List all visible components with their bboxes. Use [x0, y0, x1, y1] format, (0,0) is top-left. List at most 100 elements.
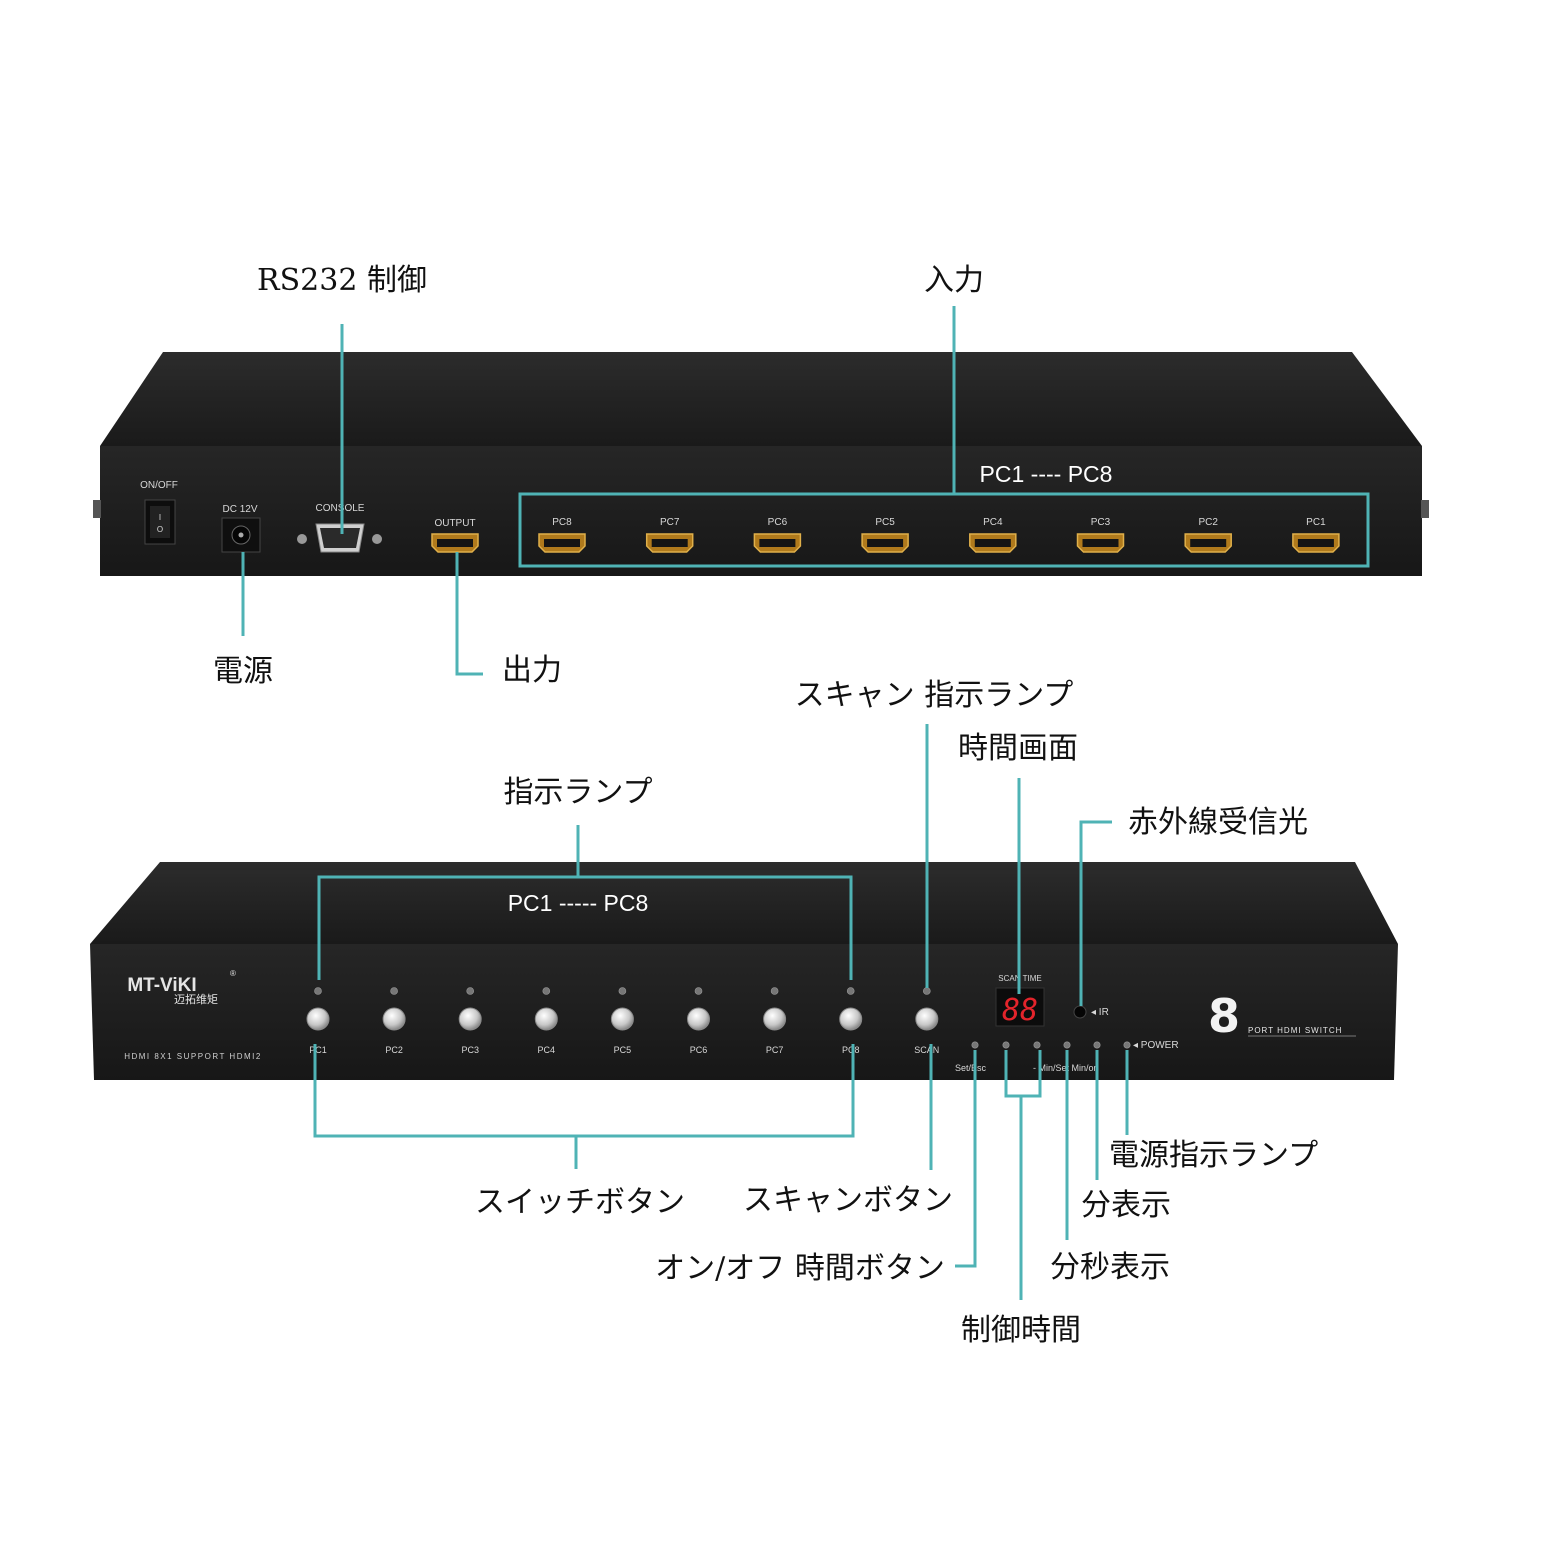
dc-label: DC 12V [222, 504, 257, 515]
hdmi-input-port-pc5[interactable]: PC5 [861, 517, 909, 553]
switch-button-label: PC1 [309, 1045, 327, 1055]
callout-minute-display: 分表示 [1081, 1188, 1171, 1223]
model-label: HDMI 8X1 SUPPORT HDMI2 [124, 1052, 262, 1061]
hdmi-input-port-pc2[interactable]: PC2 [1184, 517, 1232, 553]
front-top-group-label: PC1 ----- PC8 [508, 890, 649, 916]
hdmi-input-label: PC2 [1198, 517, 1218, 528]
power-label: ◂ POWER [1133, 1040, 1179, 1051]
callout-power-lamp: 電源指示ランプ [1109, 1138, 1318, 1173]
switch-button-label: PC2 [385, 1045, 403, 1055]
hdmi-input-port-pc7[interactable]: PC7 [645, 517, 694, 553]
callout-indicator-lamp: 指示ランプ [503, 775, 652, 810]
bracket-switch-buttons [313, 1044, 855, 1138]
callout-scan-button: スキャンボタン [743, 1183, 953, 1218]
rear-chassis-top [100, 352, 1422, 446]
switch-button-label: PC3 [461, 1045, 479, 1055]
port-count-logo: 8 [1208, 989, 1240, 1043]
indicator-lamp-pc6 [694, 987, 703, 995]
set-esc-button[interactable] [971, 1041, 979, 1049]
switch-button-pc6[interactable] [687, 1007, 710, 1031]
console-screw-right [372, 534, 382, 544]
hdmi-input-port-pc4[interactable]: PC4 [969, 517, 1017, 553]
indicator-lamp-pc2 [390, 987, 398, 995]
ir-label: ◂ IR [1091, 1007, 1109, 1018]
hdmi-input-port-pc6[interactable]: PC6 [753, 517, 802, 553]
port-hdmi-switch-label: PORT HDMI SWITCH [1248, 1026, 1342, 1035]
rear-right-ear [1421, 500, 1429, 518]
hdmi-input-label: PC8 [552, 517, 572, 528]
switch-button-pc5[interactable] [610, 1007, 634, 1031]
switch-button-label: PC5 [614, 1045, 632, 1055]
hdmi-port-opening [759, 539, 796, 547]
time-set-button-right[interactable] [1033, 1041, 1041, 1049]
hdmi-input-label: PC5 [875, 517, 895, 528]
switch-button-pc3[interactable] [458, 1007, 482, 1031]
ir-sensor [1073, 1005, 1087, 1019]
callout-scan-lamp: スキャン 指示ランプ [795, 678, 1074, 713]
callout-switch-button: スイッチボタン [475, 1185, 685, 1220]
power-indicator [1123, 1041, 1131, 1049]
hdmi-output-port[interactable] [431, 533, 479, 553]
input-frame [518, 492, 1370, 568]
front-chassis-face [90, 944, 1398, 1080]
front-bottom-group-label: PC1 ----- PC8 [512, 1098, 653, 1124]
leader-ir-receiver [1079, 820, 1112, 1006]
bracket-indicator-lamps [317, 875, 853, 980]
hdmi-input-port-pc1[interactable]: PC1 [1292, 517, 1340, 553]
hdmi-port-opening [867, 539, 904, 547]
time-display-digits: 88 [1002, 993, 1038, 1028]
console-screw-left [297, 534, 307, 544]
switch-button-pc7[interactable] [763, 1007, 787, 1031]
switch-button-pc1[interactable] [306, 1007, 330, 1031]
onoff-label: ON/OFF [140, 480, 178, 491]
callout-onoff-time-button: オン/オフ 時間ボタン [655, 1251, 945, 1286]
dc-jack[interactable] [221, 517, 261, 553]
switch-button-label: PC6 [690, 1045, 708, 1055]
rear-chassis-face [100, 446, 1422, 576]
indicator-lamp-pc5 [618, 987, 627, 995]
power-switch-on-mark: I [159, 513, 161, 522]
hdmi-port-opening [1082, 539, 1119, 547]
callout-input: 入力 [924, 263, 984, 298]
hdmi-input-port-pc3[interactable]: PC3 [1076, 517, 1125, 553]
hdmi-input-label: PC4 [983, 517, 1003, 528]
front-chassis-top [90, 862, 1398, 944]
switch-button-pc8[interactable] [839, 1007, 863, 1031]
hdmi-input-label: PC6 [768, 517, 788, 528]
hdmi-port-opening [1190, 539, 1227, 547]
switch-button-pc2[interactable] [382, 1007, 406, 1031]
bracket-control-time [1004, 1050, 1042, 1098]
dc-jack-pin [238, 532, 244, 538]
set-esc-label: Set/Esc [955, 1063, 987, 1073]
output-label: OUTPUT [434, 518, 475, 529]
indicator-lamp-pc7 [770, 987, 779, 995]
callout-output: 出力 [502, 653, 562, 688]
hdmi-port-opening [1297, 539, 1334, 547]
indicator-lamp-scan [922, 987, 931, 995]
rear-group-label: PC1 ---- PC8 [980, 461, 1113, 487]
rear-left-ear [93, 500, 101, 518]
leader-onoff-time-button [955, 1050, 977, 1268]
minute-display-indicator [1093, 1041, 1101, 1049]
power-switch-rocker [150, 506, 170, 538]
time-set-button-left[interactable] [1002, 1041, 1010, 1049]
leader-output [455, 552, 483, 676]
switch-button-label: PC4 [538, 1045, 556, 1055]
hdmi-input-port-pc8[interactable]: PC8 [538, 517, 586, 553]
brand-chinese: 迈拓维矩 [174, 992, 218, 1006]
callout-minsec-display: 分秒表示 [1050, 1250, 1170, 1285]
switch-button-label: SCAN [914, 1045, 939, 1055]
switch-button-scan[interactable] [915, 1007, 939, 1031]
callout-control-time: 制御時間 [961, 1313, 1081, 1348]
indicator-lamp-pc8 [846, 987, 855, 995]
indicator-lamp-pc4 [542, 987, 551, 995]
callout-ir-receiver: 赤外線受信光 [1128, 805, 1308, 840]
power-switch-off-mark: O [157, 525, 163, 534]
switch-button-pc4[interactable] [534, 1007, 558, 1031]
hdmi-input-label: PC1 [1306, 517, 1326, 528]
minsec-display-indicator [1063, 1041, 1071, 1049]
hdmi-input-label: PC7 [660, 517, 680, 528]
